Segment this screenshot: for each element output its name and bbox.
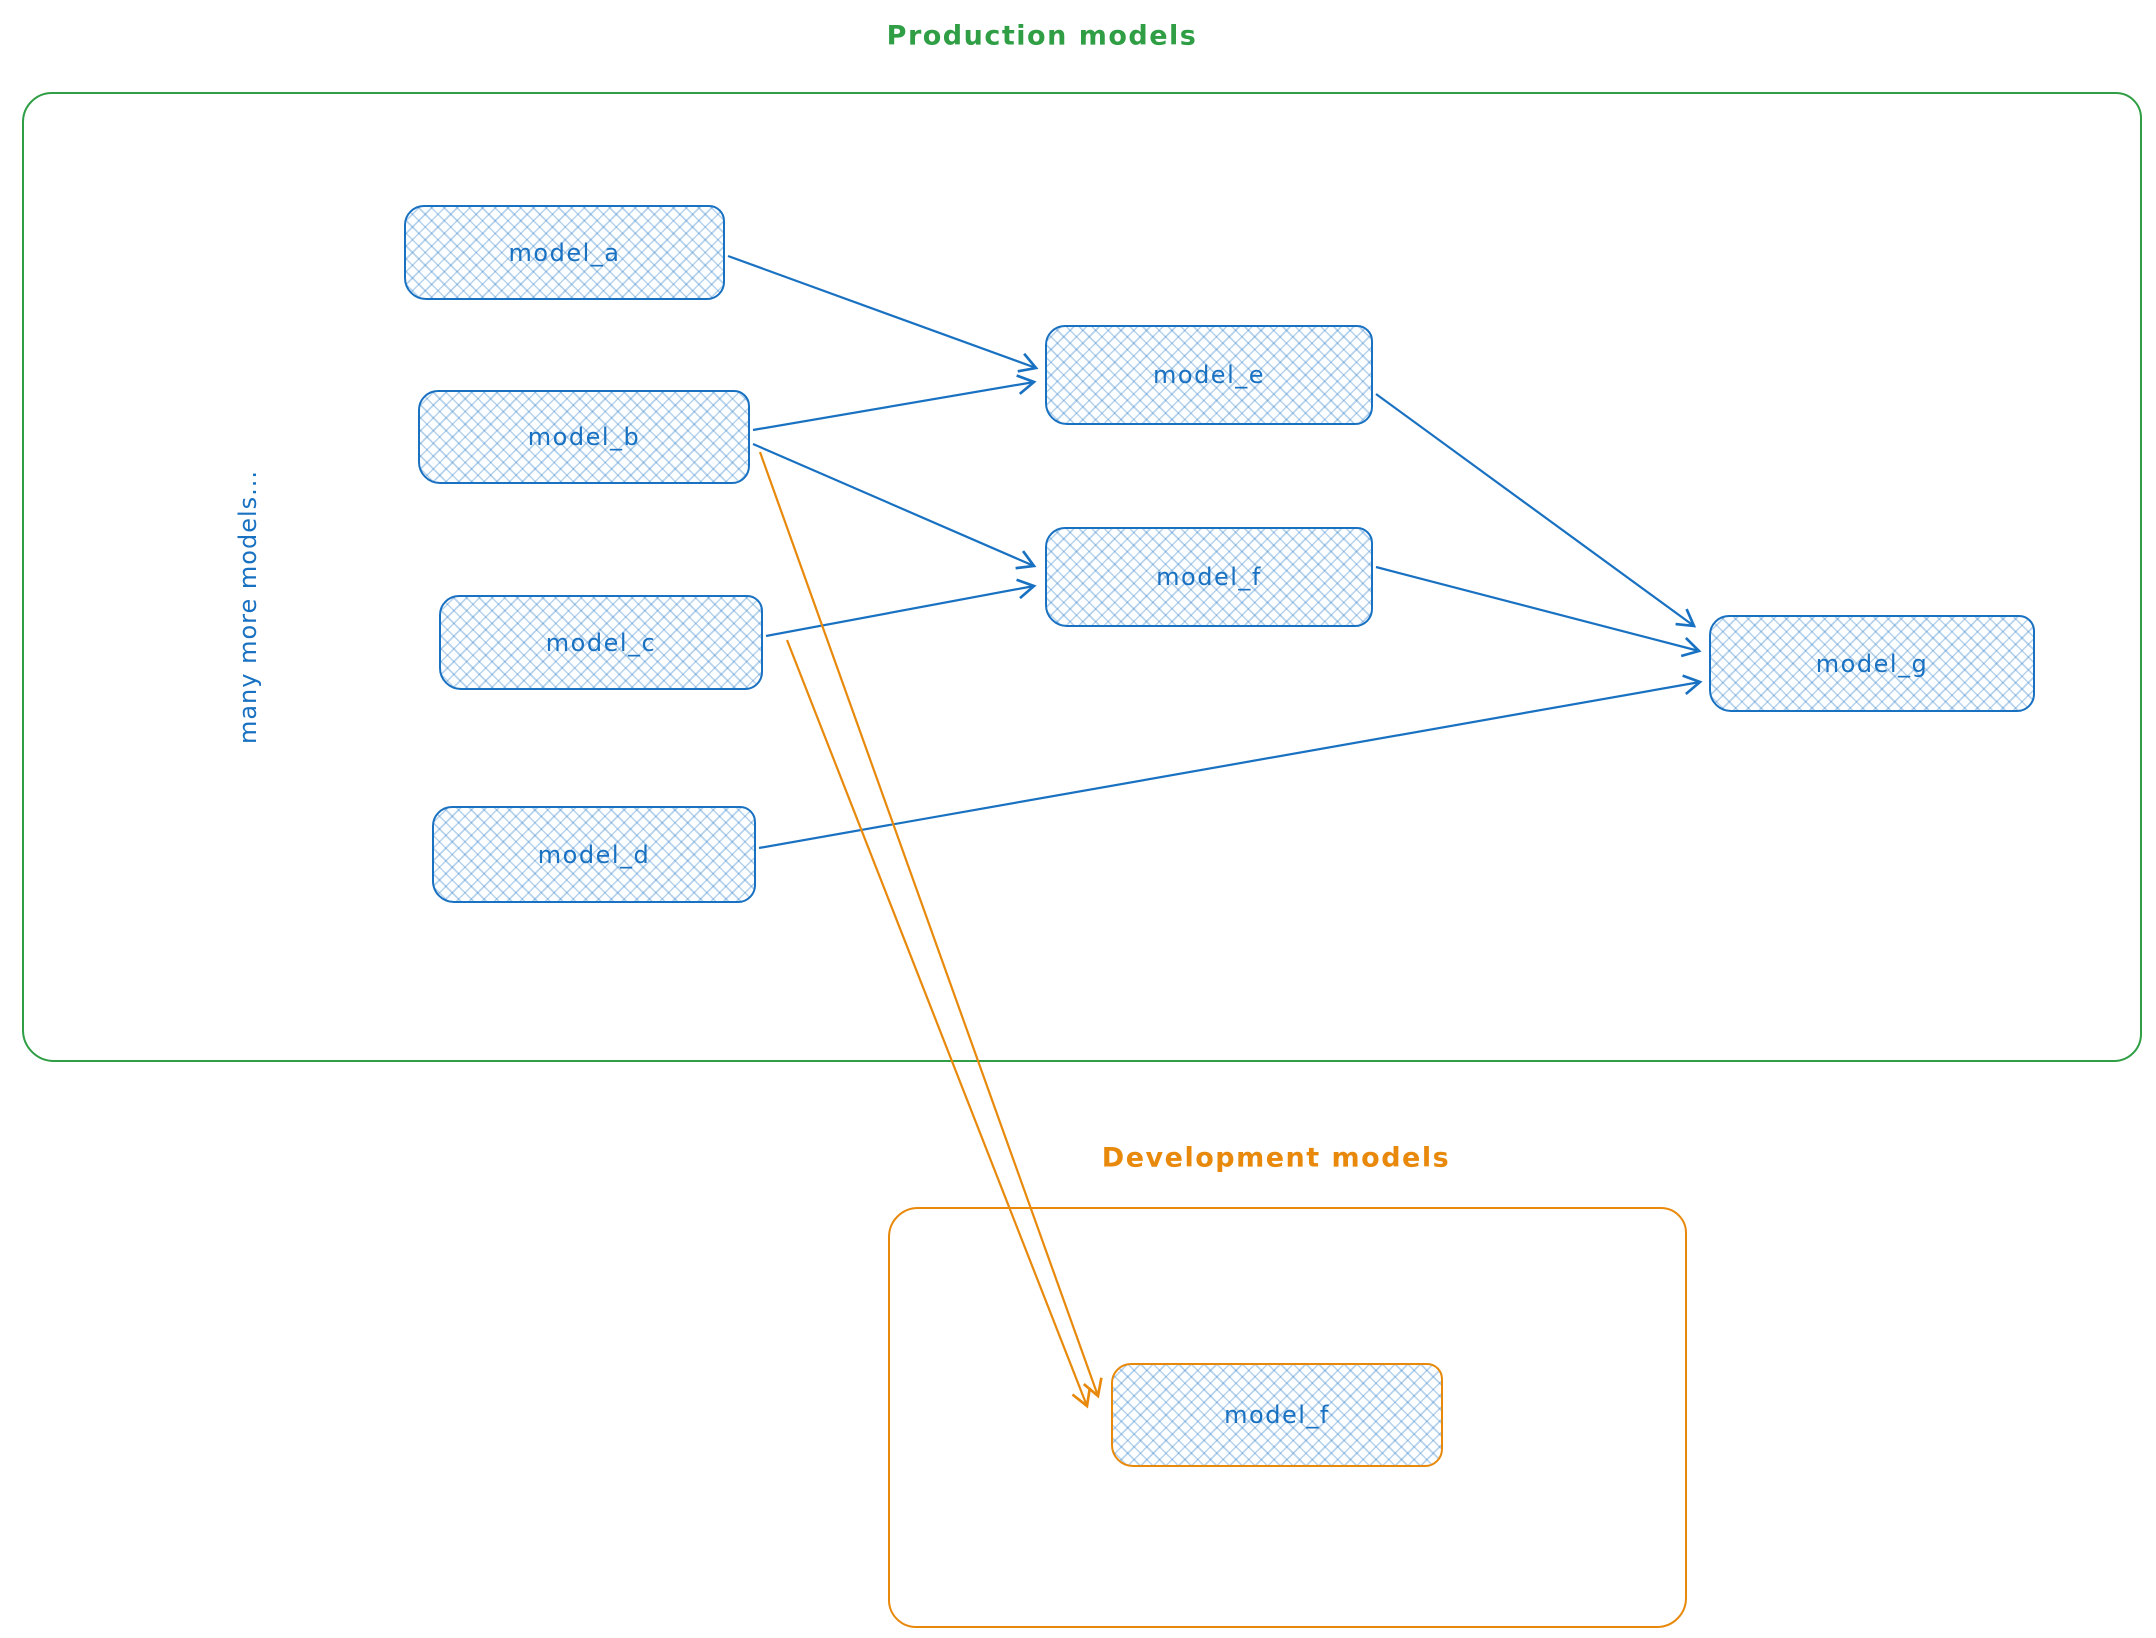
node-model-f: model_f bbox=[1045, 527, 1373, 627]
node-model-a-label: model_a bbox=[508, 238, 621, 267]
node-model-d: model_d bbox=[432, 806, 756, 903]
node-model-b-label: model_b bbox=[527, 423, 641, 451]
node-dev-model-f: model_f bbox=[1111, 1363, 1443, 1467]
development-models-container bbox=[888, 1207, 1687, 1628]
development-models-title: Development models bbox=[1101, 1142, 1451, 1174]
node-model-g: model_g bbox=[1709, 615, 2035, 712]
production-models-title: Production models bbox=[886, 20, 1198, 52]
node-model-f-label: model_f bbox=[1156, 563, 1262, 591]
node-model-g-label: model_g bbox=[1815, 649, 1929, 678]
node-model-d-label: model_d bbox=[537, 840, 651, 869]
many-more-models-label: many more models... bbox=[234, 469, 262, 745]
node-model-c: model_c bbox=[439, 595, 763, 690]
node-dev-model-f-label: model_f bbox=[1224, 1401, 1330, 1429]
node-model-c-label: model_c bbox=[545, 628, 657, 657]
node-model-b: model_b bbox=[418, 390, 750, 484]
node-model-e-label: model_e bbox=[1153, 361, 1265, 389]
node-model-e: model_e bbox=[1045, 325, 1373, 425]
node-model-a: model_a bbox=[404, 205, 725, 300]
